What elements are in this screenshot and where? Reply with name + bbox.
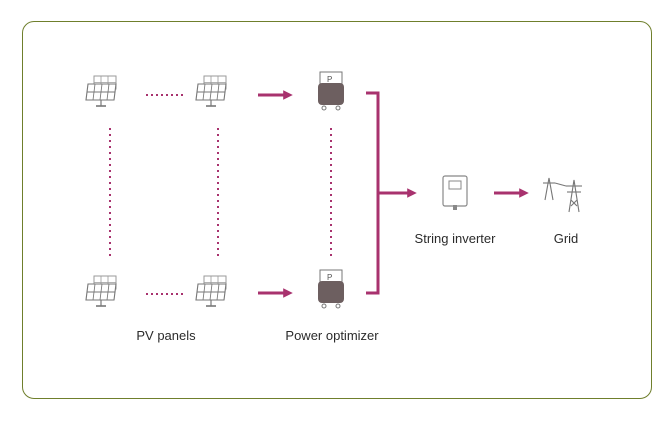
- string-inverter-icon: [442, 175, 468, 210]
- power-optimizer-icon: P: [317, 71, 345, 111]
- pv-panel-icon: [195, 275, 227, 307]
- svg-text:P: P: [327, 273, 332, 282]
- pv-panel-icon: [85, 75, 117, 107]
- pv-panels-label: PV panels: [136, 328, 196, 343]
- svg-text:P: P: [327, 75, 332, 84]
- power-optimizer-label: Power optimizer: [285, 328, 379, 343]
- string-inverter-label: String inverter: [414, 231, 496, 246]
- combiner-bracket: [366, 91, 380, 295]
- power-optimizer-icon: P: [317, 269, 345, 309]
- pv-panel-icon: [85, 275, 117, 307]
- pv-panel-icon: [195, 75, 227, 107]
- grid-tower-icon: [543, 177, 582, 213]
- grid-label: Grid: [553, 231, 579, 246]
